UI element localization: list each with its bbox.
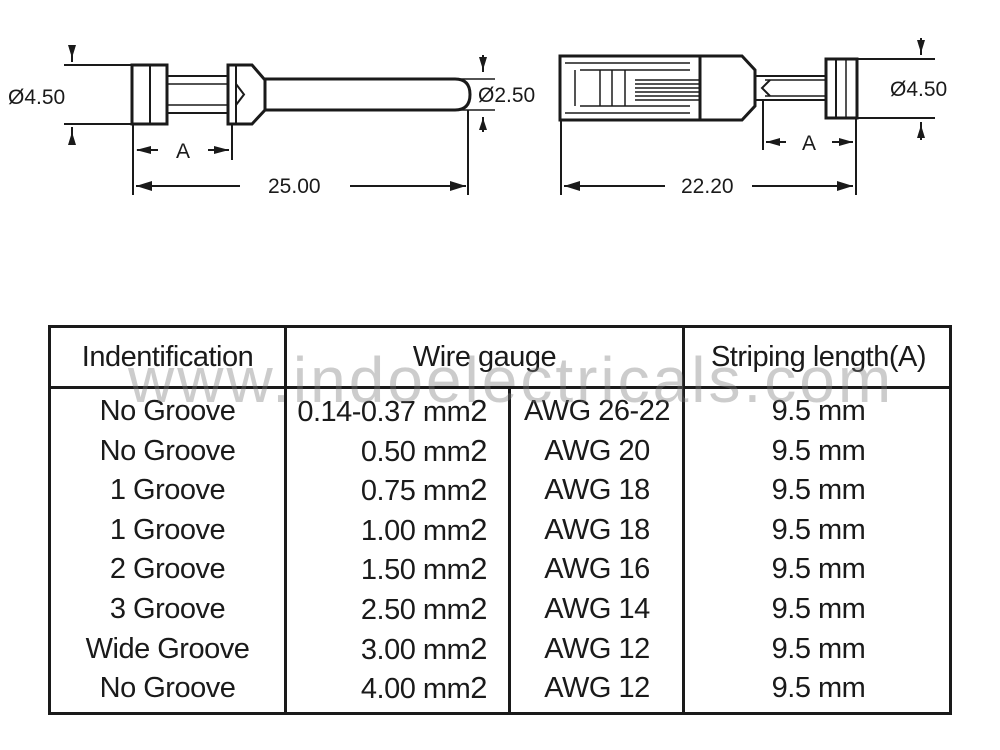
striping-length-cell: 9.5 mm	[771, 593, 866, 625]
header-striping-length: Striping length(A)	[710, 341, 927, 373]
header-wire-gauge: Wire gauge	[412, 341, 557, 373]
wire-mm-value: 0.14-0.37 mm	[297, 396, 471, 428]
table-row: 1 Groove 0.75 mm2 AWG 18 9.5 mm	[51, 470, 949, 510]
wire-spec-table: Indentification Wire gauge Striping leng…	[48, 325, 952, 715]
table-row: No Groove 4.00 mm2 AWG 12 9.5 mm	[51, 668, 949, 708]
striping-length-cell: 9.5 mm	[771, 395, 866, 427]
wire-mm-value: 3.00 mm	[360, 633, 471, 666]
pin-overall-length-label: 25.00	[268, 175, 321, 198]
socket-diameter-label: Ø4.50	[890, 78, 947, 101]
striping-length-cell: 9.5 mm	[771, 434, 866, 467]
pin-drawing	[64, 45, 495, 195]
wire-mm-value: 1.50 mm	[360, 554, 471, 587]
pin-strip-length-label: A	[176, 140, 190, 163]
wire-mm-cell: 4.00 mm2	[284, 668, 488, 708]
identification-cell: No Groove	[99, 395, 236, 427]
awg-cell: AWG 18	[544, 474, 650, 507]
wire-mm-value: 2.50 mm	[360, 594, 471, 626]
wire-mm-cell: 1.00 mm2	[284, 510, 488, 550]
socket-drawing	[558, 38, 935, 195]
awg-cell: AWG 18	[544, 513, 650, 546]
striping-length-cell: 9.5 mm	[771, 632, 866, 665]
identification-cell: 1 Groove	[109, 474, 226, 507]
table-row: 2 Groove 1.50 mm2 AWG 16 9.5 mm	[51, 549, 949, 589]
pin-diameter-label: Ø4.50	[8, 86, 65, 109]
square-suffix: 2	[470, 432, 487, 468]
table-row: Wide Groove 3.00 mm2 AWG 12 9.5 mm	[51, 629, 949, 669]
square-suffix: 2	[470, 670, 487, 706]
wire-mm-cell: 0.14-0.37 mm2	[284, 391, 487, 431]
square-suffix: 2	[470, 551, 487, 587]
wire-mm-value: 0.50 mm	[360, 435, 471, 468]
square-suffix: 2	[470, 393, 487, 428]
striping-length-cell: 9.5 mm	[771, 553, 866, 586]
table-row: 1 Groove 1.00 mm2 AWG 18 9.5 mm	[51, 510, 949, 550]
awg-cell: AWG 16	[544, 553, 650, 586]
pin-tip-diameter-label: Ø2.50	[478, 84, 535, 107]
column-divider	[284, 328, 287, 712]
wire-mm-cell: 3.00 mm2	[284, 629, 488, 669]
square-suffix: 2	[470, 511, 487, 547]
wire-mm-value: 4.00 mm	[360, 673, 471, 706]
awg-cell: AWG 14	[544, 593, 650, 625]
wire-mm-cell: 0.50 mm2	[284, 431, 488, 471]
socket-overall-length-label: 22.20	[681, 175, 734, 198]
wire-mm-cell: 0.75 mm2	[284, 470, 488, 510]
column-divider	[682, 328, 685, 712]
identification-cell: No Groove	[99, 434, 236, 467]
square-suffix: 2	[470, 630, 487, 666]
striping-length-cell: 9.5 mm	[771, 474, 866, 507]
table-header: Indentification Wire gauge Striping leng…	[51, 328, 949, 389]
wire-mm-cell: 1.50 mm2	[284, 549, 488, 589]
awg-cell: AWG 20	[544, 434, 650, 467]
identification-cell: Wide Groove	[85, 632, 250, 665]
identification-cell: 1 Groove	[109, 513, 226, 546]
socket-strip-length-label: A	[802, 132, 816, 155]
awg-cell: AWG 26-22	[524, 395, 670, 427]
column-divider	[508, 386, 511, 712]
square-suffix: 2	[470, 591, 487, 626]
striping-length-cell: 9.5 mm	[771, 513, 866, 546]
technical-drawing: Ø4.50 Ø2.50 A 25.00	[8, 38, 947, 198]
wire-mm-value: 1.00 mm	[360, 514, 471, 547]
awg-cell: AWG 12	[544, 632, 650, 665]
table-row: 3 Groove 2.50 mm2 AWG 14 9.5 mm	[51, 589, 949, 629]
wire-mm-cell: 2.50 mm2	[284, 589, 488, 629]
identification-cell: 2 Groove	[109, 553, 226, 586]
wire-mm-value: 0.75 mm	[360, 475, 471, 508]
table-row: No Groove 0.14-0.37 mm2 AWG 26-22 9.5 mm	[51, 391, 949, 431]
striping-length-cell: 9.5 mm	[771, 672, 866, 705]
table-row: No Groove 0.50 mm2 AWG 20 9.5 mm	[51, 431, 949, 471]
header-identification: Indentification	[81, 341, 254, 373]
identification-cell: 3 Groove	[109, 593, 226, 625]
square-suffix: 2	[470, 472, 487, 508]
awg-cell: AWG 12	[544, 672, 650, 705]
identification-cell: No Groove	[99, 672, 236, 705]
